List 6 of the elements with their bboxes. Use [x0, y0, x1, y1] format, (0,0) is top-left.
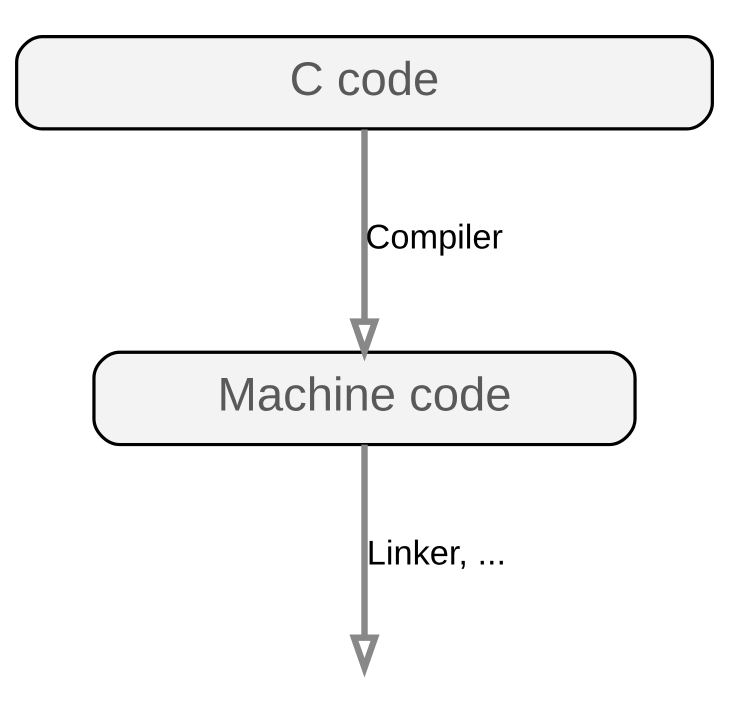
node-box: Machine code	[92, 350, 637, 446]
node-box: C code	[15, 34, 714, 130]
edge-label: Linker, ...	[366, 534, 506, 572]
edge-label: Compiler	[366, 218, 503, 256]
arrow	[349, 129, 380, 361]
arrow	[349, 444, 380, 677]
